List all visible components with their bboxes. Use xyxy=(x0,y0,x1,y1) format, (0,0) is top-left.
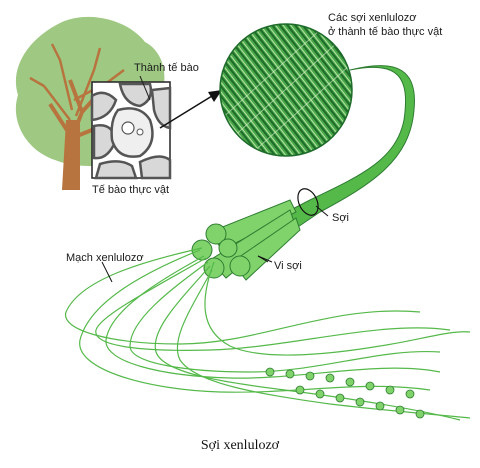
magnified-fibrils xyxy=(219,23,353,157)
cellulose-chains xyxy=(65,247,471,421)
label-microfiber: Vi sợi xyxy=(274,260,302,272)
label-cell-wall: Thành tế bào xyxy=(134,62,199,74)
leader-lines xyxy=(101,255,273,283)
label-fibrils-line2: ở thành tế bào thực vật xyxy=(328,26,443,38)
label-cellulose-chain: Mạch xenlulozơ xyxy=(66,252,144,264)
glucose-units xyxy=(265,367,425,419)
plant-cell-inset xyxy=(90,75,172,180)
label-fiber: Sợi xyxy=(332,212,349,224)
tree-trunk-base xyxy=(62,120,80,190)
figure-caption: Sợi xenlulozơ xyxy=(200,438,280,453)
microfibers xyxy=(191,199,301,281)
magnify-arrow xyxy=(159,90,222,129)
label-fibrils-line1: Các sợi xenlulozơ xyxy=(328,12,417,24)
tree-branches xyxy=(29,43,125,121)
label-plant-cell: Tế bào thực vật xyxy=(92,184,170,196)
